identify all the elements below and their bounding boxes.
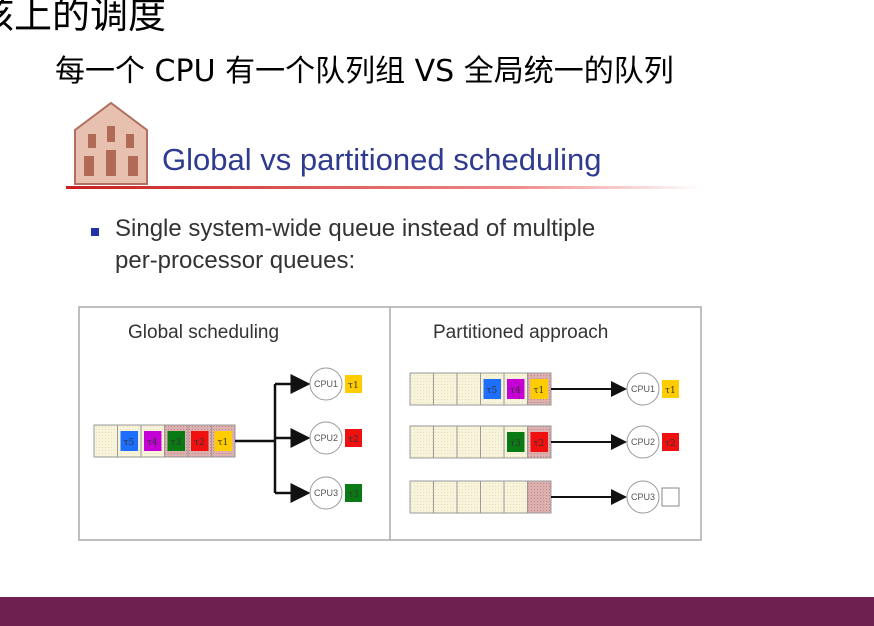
queue-cell bbox=[456, 480, 481, 514]
queue-cell bbox=[480, 480, 505, 514]
task-box bbox=[191, 431, 209, 451]
task-box bbox=[483, 379, 501, 399]
task-label: τ1 bbox=[534, 386, 545, 396]
running-task-box bbox=[662, 433, 679, 451]
running-task-label: τ2 bbox=[348, 435, 359, 445]
running-task-box bbox=[345, 429, 362, 447]
running-task-label: τ1 bbox=[665, 386, 676, 396]
task-label: τ4 bbox=[147, 438, 158, 448]
queue-cell bbox=[93, 424, 118, 458]
queue-cell bbox=[503, 480, 528, 514]
running-task-box bbox=[345, 484, 362, 502]
bullet-icon bbox=[91, 228, 99, 236]
bullet-line-1: Single system-wide queue instead of mult… bbox=[115, 215, 596, 242]
running-task-box bbox=[345, 375, 362, 393]
task-label: τ1 bbox=[218, 438, 229, 448]
queue-cell bbox=[433, 425, 458, 459]
page-subtitle: 每一个 CPU 有一个队列组 VS 全局统一的队列 bbox=[55, 54, 674, 89]
cpu-label: CPU2 bbox=[314, 433, 338, 443]
cpu-circle bbox=[309, 421, 343, 455]
running-task-label: τ3 bbox=[348, 490, 359, 500]
queue-cell bbox=[456, 372, 481, 406]
global-scheduling-label: Global scheduling bbox=[128, 322, 279, 343]
bottom-bar bbox=[0, 597, 874, 626]
title-underline bbox=[66, 186, 702, 189]
cpu-label: CPU3 bbox=[631, 492, 655, 502]
cpu-label: CPU2 bbox=[631, 437, 655, 447]
running-task-box bbox=[661, 487, 680, 507]
task-box bbox=[530, 379, 548, 399]
task-box bbox=[214, 431, 232, 451]
task-label: τ3 bbox=[171, 438, 182, 448]
cpu-label: CPU1 bbox=[314, 379, 338, 389]
partitioned-approach-label: Partitioned approach bbox=[433, 322, 608, 343]
task-box bbox=[530, 432, 548, 452]
slide-title: Global vs partitioned scheduling bbox=[162, 142, 602, 177]
queue-cell bbox=[433, 480, 458, 514]
bullet-line-2: per-processor queues: bbox=[115, 247, 356, 274]
cpu-circle bbox=[309, 476, 343, 510]
cpu-circle bbox=[626, 372, 660, 406]
task-label: τ5 bbox=[124, 438, 135, 448]
castle-logo-icon bbox=[74, 101, 148, 185]
task-box bbox=[507, 379, 525, 399]
running-task-label: τ2 bbox=[665, 439, 676, 449]
cpu-circle bbox=[626, 425, 660, 459]
task-box bbox=[507, 432, 525, 452]
queue-cell bbox=[456, 425, 481, 459]
running-task-box bbox=[662, 380, 679, 398]
cpu-label: CPU3 bbox=[314, 488, 338, 498]
task-label: τ5 bbox=[487, 386, 498, 396]
queue-cell bbox=[409, 425, 434, 459]
task-label: τ2 bbox=[534, 439, 545, 449]
cpu-label: CPU1 bbox=[631, 384, 655, 394]
task-box bbox=[144, 431, 162, 451]
queue-cell bbox=[409, 480, 434, 514]
queue-cell bbox=[433, 372, 458, 406]
queue-cell bbox=[480, 425, 505, 459]
task-label: τ4 bbox=[510, 386, 521, 396]
cpu-circle bbox=[626, 480, 660, 514]
running-task-label: τ1 bbox=[348, 381, 359, 391]
task-label: τ2 bbox=[194, 438, 205, 448]
page-heading: 核上的调度 bbox=[0, 0, 167, 37]
queue-cell bbox=[527, 480, 552, 514]
task-box bbox=[167, 431, 185, 451]
queue-cell bbox=[409, 372, 434, 406]
task-box bbox=[120, 431, 138, 451]
cpu-circle bbox=[309, 367, 343, 401]
task-label: τ3 bbox=[510, 439, 521, 449]
bullet-text: Single system-wide queue instead of mult… bbox=[115, 213, 595, 277]
